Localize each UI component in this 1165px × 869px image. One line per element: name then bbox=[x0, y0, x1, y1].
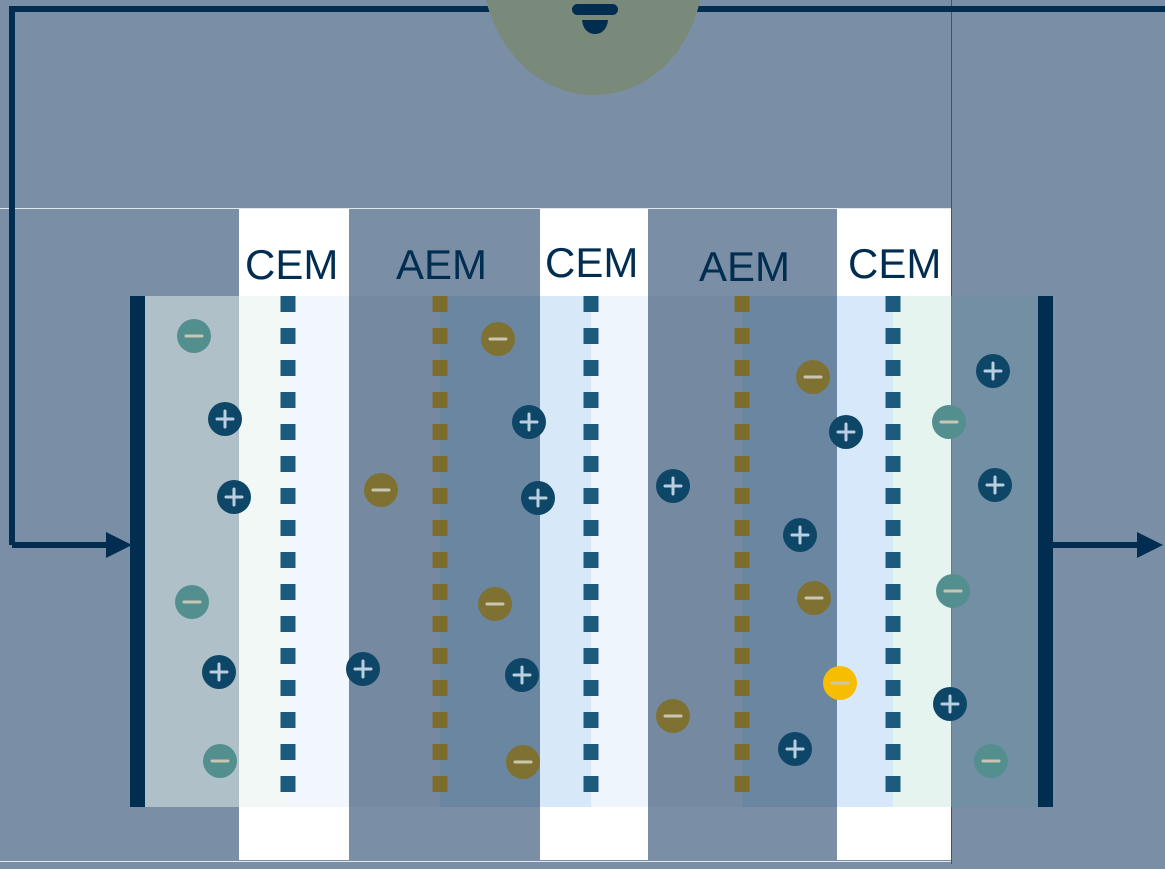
anion-ion bbox=[364, 473, 398, 507]
plus-icon bbox=[985, 475, 1005, 495]
anion-ion bbox=[478, 587, 512, 621]
cell-compartments bbox=[145, 296, 1038, 807]
compartment-left-inner bbox=[288, 296, 349, 807]
cation-ion bbox=[346, 652, 380, 686]
electrode-left bbox=[130, 296, 145, 807]
cation-ion bbox=[217, 480, 251, 514]
arrow-right-icon bbox=[106, 532, 132, 558]
plus-icon bbox=[353, 659, 373, 679]
anion-ion bbox=[656, 699, 690, 733]
electrode-right bbox=[1038, 296, 1053, 807]
external-circuit bbox=[9, 6, 1165, 548]
anion-ion bbox=[932, 405, 966, 439]
anion-ion bbox=[506, 745, 540, 779]
anion-ion bbox=[936, 574, 970, 608]
light-bulb-icon bbox=[486, 0, 700, 95]
compartment-left bbox=[145, 296, 288, 807]
cation-ion bbox=[978, 468, 1012, 502]
cation-ion bbox=[778, 732, 812, 766]
anion-ion bbox=[796, 360, 830, 394]
compartment-right bbox=[893, 296, 951, 807]
plus-icon bbox=[940, 694, 960, 714]
anion-ion bbox=[203, 744, 237, 778]
membrane-label: CEM bbox=[848, 240, 942, 287]
compartment-2 bbox=[440, 296, 540, 807]
compartment-5 bbox=[648, 296, 742, 807]
compartment-1 bbox=[349, 296, 440, 807]
plus-icon bbox=[836, 422, 856, 442]
anion-ion bbox=[481, 322, 515, 356]
plus-icon bbox=[663, 476, 683, 496]
compartment-7 bbox=[837, 296, 893, 807]
plus-icon bbox=[983, 361, 1003, 381]
plus-icon bbox=[790, 525, 810, 545]
wire-left bbox=[9, 6, 490, 545]
anion-ion bbox=[177, 319, 211, 353]
anion-ion bbox=[797, 581, 831, 615]
plus-icon bbox=[519, 412, 539, 432]
compartment-3 bbox=[540, 296, 591, 807]
cation-ion bbox=[829, 415, 863, 449]
compartment-4 bbox=[591, 296, 648, 807]
anion-ion bbox=[175, 585, 209, 619]
plus-icon bbox=[224, 487, 244, 507]
cation-ion bbox=[933, 687, 967, 721]
anion-ion bbox=[974, 744, 1008, 778]
cation-ion bbox=[512, 405, 546, 439]
cation-ion bbox=[521, 481, 555, 515]
cation-ion bbox=[505, 658, 539, 692]
plus-icon bbox=[528, 488, 548, 508]
cation-ion bbox=[202, 655, 236, 689]
plus-icon bbox=[785, 739, 805, 759]
anion-ion bbox=[823, 666, 857, 700]
plus-icon bbox=[512, 665, 532, 685]
cation-ion bbox=[656, 469, 690, 503]
cation-ion bbox=[783, 518, 817, 552]
cation-ion bbox=[976, 354, 1010, 388]
cation-ion bbox=[208, 402, 242, 436]
plus-icon bbox=[215, 409, 235, 429]
arrow-right-icon bbox=[1137, 532, 1163, 558]
membrane-label: CEM bbox=[545, 239, 639, 286]
membrane-label: AEM bbox=[396, 241, 488, 288]
membrane-label: AEM bbox=[699, 243, 791, 290]
membrane-label: CEM bbox=[245, 241, 339, 288]
ions bbox=[175, 319, 1012, 779]
plus-icon bbox=[209, 662, 229, 682]
